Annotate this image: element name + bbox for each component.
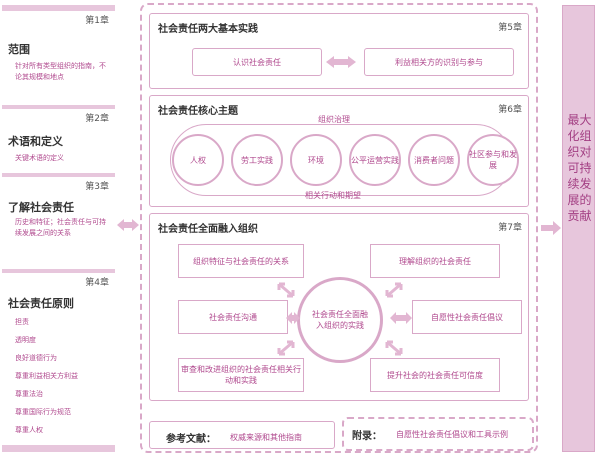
section-title: 了解社会责任 [8, 201, 74, 214]
subject-environment: 环境 [290, 134, 342, 186]
double-arrow-icon [326, 56, 356, 68]
appendix-text: 自愿性社会责任倡议和工具示例 [396, 430, 508, 439]
subject-human-rights: 人权 [172, 134, 224, 186]
recognize-sr-box: 认识社会责任 [192, 48, 322, 76]
section-title: 术语和定义 [8, 135, 63, 148]
org-characteristics-box: 组织特征与社会责任的关系 [178, 244, 304, 278]
diag-arrow-icon [277, 282, 295, 298]
references-text: 权威来源和其他指南 [230, 433, 302, 442]
left-column: 第1章 范围 针对所有类型组织的指南，不论其规模和地点 第2章 术语和定义 关键… [2, 5, 115, 452]
subject-fair-operating: 公平运营实践 [349, 134, 401, 186]
understanding-section: 第3章 了解社会责任 历史和特征；社会责任与可持续发展之间的关系 [2, 177, 115, 269]
references-box: 参考文献： 权威来源和其他指南 [149, 421, 335, 449]
voluntary-initiatives-box: 自愿性社会责任倡议 [412, 300, 522, 334]
chapter-label: 第5章 [498, 23, 522, 33]
diag-arrow-icon [277, 340, 295, 356]
principle-item: 良好道德行为 [15, 354, 57, 362]
subject-community: 社区参与和发展 [467, 134, 519, 186]
diag-arrow-icon [385, 340, 403, 356]
references-label: 参考文献： [166, 434, 216, 445]
h-arrow-icon [390, 312, 412, 324]
appendix-box: 附录： 自愿性社会责任倡议和工具示例 [342, 417, 534, 451]
integration-center: 社会责任全面融入组织的实践 [297, 277, 383, 363]
h-arrow-icon [286, 312, 300, 324]
principle-item: 尊重利益相关方利益 [15, 372, 78, 380]
scope-section: 第1章 范围 针对所有类型组织的指南，不论其规模和地点 [2, 11, 115, 105]
practices-panel: 社会责任两大基本实践 第5章 认识社会责任 利益相关方的识别与参与 [149, 13, 529, 89]
section-desc: 针对所有类型组织的指南，不论其规模和地点 [15, 62, 106, 81]
left-double-arrow-icon [117, 219, 139, 231]
governance-label: 组织治理 [318, 115, 350, 124]
appendix-label: 附录： [352, 431, 382, 442]
section-title: 社会责任原则 [8, 297, 74, 310]
outcome-column: 最大化组织对可持续发展的贡献 [562, 5, 595, 452]
principle-item: 尊重人权 [15, 426, 43, 434]
section-desc: 关键术语的定义 [15, 154, 64, 162]
principle-item: 担责 [15, 318, 29, 326]
review-improve-box: 审查和改进组织的社会责任相关行动和实践 [178, 358, 304, 392]
principle-item: 透明度 [15, 336, 36, 344]
chapter-label: 第6章 [498, 105, 522, 115]
panel-title: 社会责任全面融入组织 [158, 224, 258, 235]
subject-consumer: 消费者问题 [408, 134, 460, 186]
right-arrow-icon [541, 221, 561, 235]
chapter-label: 第7章 [498, 223, 522, 233]
credibility-box: 提升社会的社会责任可信度 [370, 358, 500, 392]
subject-labour: 劳工实践 [231, 134, 283, 186]
principle-item: 尊重国际行为规范 [15, 408, 71, 416]
related-actions-label: 相关行动和期望 [305, 191, 361, 200]
chapter-label: 第2章 [85, 114, 109, 124]
chapter-label: 第4章 [85, 278, 109, 288]
section-title: 范围 [8, 43, 30, 56]
principles-section: 第4章 社会责任原则 担责 透明度 良好道德行为 尊重利益相关方利益 尊重法治 … [2, 273, 115, 445]
outcome-text: 最大化组织对可持续发展的贡献 [567, 113, 592, 223]
panel-title: 社会责任核心主题 [158, 106, 238, 117]
panel-title: 社会责任两大基本实践 [158, 24, 258, 35]
principle-item: 尊重法治 [15, 390, 43, 398]
understand-sr-box: 理解组织的社会责任 [370, 244, 500, 278]
communication-box: 社会责任沟通 [178, 300, 288, 334]
terms-section: 第2章 术语和定义 关键术语的定义 [2, 109, 115, 173]
core-panel: 社会责任核心主题 第6章 组织治理 人权 劳工实践 环境 公平运营实践 消费者问… [149, 95, 529, 207]
main-frame: 社会责任两大基本实践 第5章 认识社会责任 利益相关方的识别与参与 社会责任核心… [140, 3, 538, 453]
chapter-label: 第1章 [85, 16, 109, 26]
chapter-label: 第3章 [85, 182, 109, 192]
stakeholder-box: 利益相关方的识别与参与 [364, 48, 514, 76]
integrate-panel: 社会责任全面融入组织 第7章 组织特征与社会责任的关系 理解组织的社会责任 社会… [149, 213, 529, 401]
diag-arrow-icon [385, 282, 403, 298]
section-desc: 历史和特征；社会责任与可持续发展之间的关系 [15, 218, 106, 237]
